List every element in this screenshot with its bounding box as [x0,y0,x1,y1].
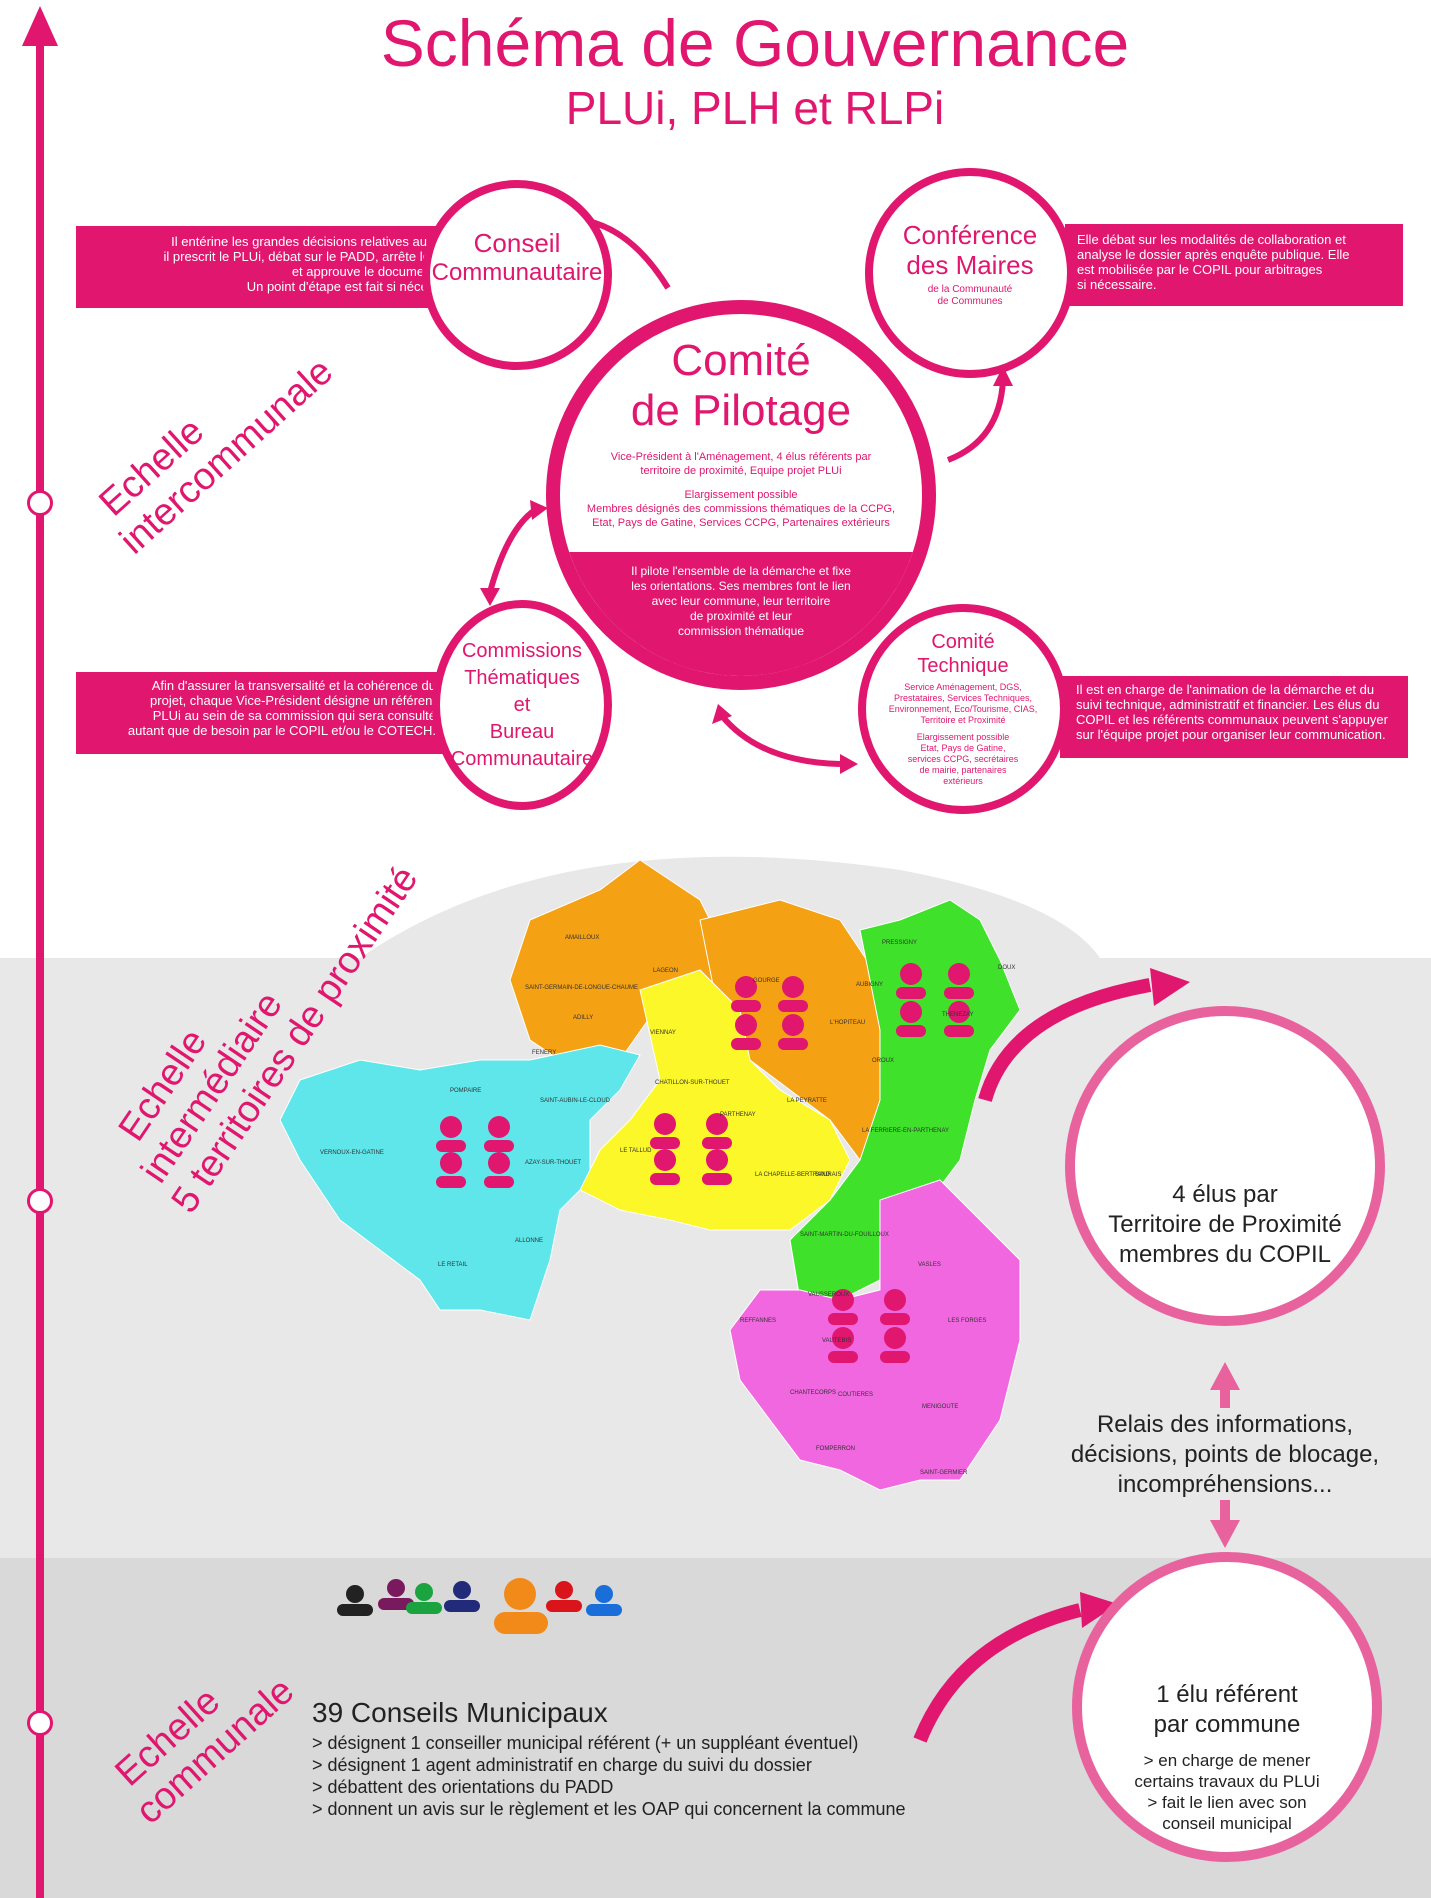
map-label-la-ferriere: LA FERRIERE-EN-PARTHENAY [862,1128,950,1134]
arrow-map-to-territory [978,978,1152,1103]
relay-arrow-up-head [1210,1362,1240,1390]
referent-circle: 1 élu référent par commune > en charge d… [1072,1552,1382,1862]
arrow-copil-cotech [719,714,841,767]
map-label-reffannes: REFFANNES [740,1318,777,1324]
arrow-head-conference [993,366,1013,386]
conseil-title: Conseil [473,228,561,258]
map-label-le-tallud: LE TALLUD [620,1148,652,1154]
map-label-doux: DOUX [998,965,1016,971]
municipal-list: > désignent 1 conseiller municipal référ… [312,1732,906,1820]
people-group-cyan [436,1116,514,1188]
page-subtitle: PLUi, PLH et RLPi [565,82,945,134]
map-label-chatillon: CHATILLON-SUR-THOUET [655,1080,730,1086]
map-label-fomperron: FOMPERRON [816,1446,855,1452]
map-label-vernoux: VERNOUX-EN-GATINE [320,1150,384,1156]
commissions-description: Afin d'assurer la transversalité et la c… [76,672,466,754]
map-label-oroux: OROUX [872,1058,895,1064]
arrow-municipal-to-referent [913,1603,1082,1743]
municipal-title: 39 Conseils Municipaux [312,1697,608,1728]
map-label-saurais: SAURAIS [815,1172,842,1178]
arrow-head-copil-2 [712,704,732,724]
conseil-circle: Conseil Communautaire [422,180,612,370]
map-region-pink [729,1179,1021,1491]
map-label-viennay: VIENNAY [650,1030,676,1036]
arrow-head-commissions [480,588,500,606]
commissions-title: Commissions [461,640,583,662]
municipal-item: > désignent 1 agent administratif en cha… [312,1755,812,1775]
cotech-title: Comité [931,631,995,653]
relay-text: Relais des informations, décisions, poin… [1070,1411,1380,1498]
map-label-fenery: FENERY [532,1050,557,1056]
territory-circle: 4 élus par Territoire de Proximité membr… [1065,1006,1385,1326]
axis-dot-communal [27,1710,53,1736]
map-label-lageon: LAGEON [653,968,679,974]
municipal-item: > débattent des orientations du PADD [312,1777,614,1797]
map-label-allonne: ALLONNE [515,1238,544,1244]
arrow-copil-to-conference [946,379,1006,463]
map-label-saint-aubin: SAINT-AUBIN-LE-CLOUD [540,1098,611,1104]
map-label-azay: AZAY-SUR-THOUET [525,1160,582,1166]
map-label-thenezay: THENEZAY [942,1012,974,1018]
map-label-vasles: VASLES [918,1262,941,1268]
map-label-gourge: GOURGE [753,978,780,984]
map-label-couhe: COUTIERES [838,1392,874,1398]
map-label-aubigny: AUBIGNY [856,982,884,988]
map-label-pressigny: PRESSIGNY [882,940,918,946]
cotech-circle: Comité Technique Service Aménagement, DG… [858,604,1068,814]
conference-title: Conférence [902,220,1038,250]
map-region-yellow [579,969,851,1231]
arrow-head-copil [530,500,548,520]
municipal-item: > désignent 1 conseiller municipal référ… [312,1733,859,1753]
map-label-belle-bertrand: LA CHAPELLE-BERTRAND [755,1172,830,1178]
map-label-saint-martin: SAINT-MARTIN-DU-FOUILLOUX [800,1232,889,1238]
map-label-adilly: ADILLY [573,1015,594,1021]
map-label-menigoute: MENIGOUTE [922,1404,959,1410]
map-label-lhopiteau: L'HOPITEAU [830,1020,866,1026]
people-group-pink [828,1289,910,1363]
arrow-head-territory [1150,968,1190,1006]
map-label-clavecouts: CHANTECORPS [790,1390,837,1396]
map-label-le-retail: LE RETAIL [438,1262,468,1268]
conseil-description: Il entérine les grandes décisions relati… [76,226,476,308]
map-label-vautebis: VAUTEBIS [822,1338,852,1344]
map-label-la-peyratte: LA PEYRATTE [787,1098,827,1104]
commissions-circle: Commissions Thématiques et Bureau Commun… [432,600,612,810]
axis-dot-intercommunal [27,490,53,516]
map-label-parthenay: PARTHENAY [720,1112,756,1118]
people-group-yellow [650,1113,732,1185]
map-label-saint-germier: SAINT-GERMIER [920,1470,968,1476]
municipal-item: > donnent un avis sur le règlement et le… [312,1799,906,1819]
cotech-description: Il est en charge de l'animation de la dé… [1060,676,1408,758]
page-title: Schéma de Gouvernance [380,6,1130,80]
relay-arrow-down-head [1210,1520,1240,1548]
people-group-green [896,963,974,1037]
axis-dot-intermediate [27,1188,53,1214]
arrow-head-cotech [840,754,858,774]
copil-circle: Comité de Pilotage Vice-Président à l'Am… [546,300,936,690]
map-label-amailloux: AMAILLOUX [565,935,600,941]
conference-description: Elle débat sur les modalités de collabor… [1065,224,1403,306]
map-label-les-forges: LES FORGES [948,1318,987,1324]
map-label-saint-germain: SAINT-GERMAIN-DE-LONGUE-CHAUME [525,985,639,991]
copil-role: Il pilote l'ensemble de la démarche et f… [560,552,922,676]
arrow-head-referent [1080,1592,1118,1628]
municipal-people-icon [337,1578,622,1634]
map-label-pompaire: POMPAIRE [450,1088,482,1094]
people-group-orange [731,976,808,1050]
arrow-commissions-copil [487,505,540,593]
axis-arrow-head [22,6,58,46]
copil-title: Comité [671,336,811,385]
map-label-vausseroux: VAUSSEROUX [808,1292,850,1298]
conference-circle: Conférence des Maires de la Communauté d… [865,168,1075,378]
